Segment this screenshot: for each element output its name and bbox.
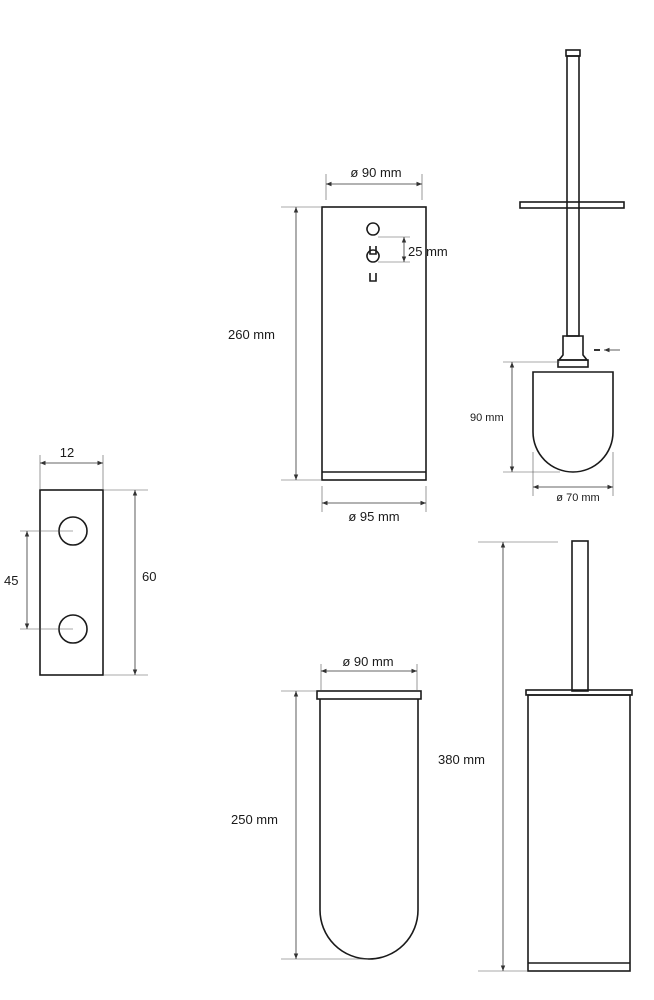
brush-lid-disc xyxy=(519,201,625,209)
wall-bracket: 12 60 45 xyxy=(4,445,156,676)
assembled-brush-set: 380 mm xyxy=(438,540,633,972)
brush-collar xyxy=(557,359,589,368)
assembly-handle xyxy=(571,540,589,692)
bracket-plate xyxy=(39,489,104,676)
insert-body xyxy=(319,699,419,960)
wall-holder: ø 90 mm ø 95 mm 260 mm 25 mm xyxy=(228,165,448,524)
brush-handle-cap xyxy=(565,49,581,57)
keyhole-bottom xyxy=(366,249,380,282)
brush-head-height-label: 90 mm xyxy=(470,412,504,424)
toilet-brush: 90 mm ø 70 mm xyxy=(470,49,625,504)
assembly-body xyxy=(527,694,631,972)
holder-height-label: 260 mm xyxy=(228,327,275,342)
assembly-height-label: 380 mm xyxy=(438,752,485,767)
insert-rim xyxy=(316,690,422,700)
brush-handle xyxy=(566,55,580,337)
holder-top-diameter-label: ø 90 mm xyxy=(350,165,401,180)
holder-bottom-diameter-label: ø 95 mm xyxy=(348,509,399,524)
holder-body xyxy=(321,206,427,481)
keyhole-spacing-label: 25 mm xyxy=(408,244,448,259)
bracket-height-label: 60 xyxy=(142,569,156,584)
glass-insert: ø 90 mm 250 mm xyxy=(231,654,422,960)
detail-mark-icon xyxy=(594,349,600,351)
bracket-width-label: 12 xyxy=(60,445,74,460)
brush-head xyxy=(532,371,614,473)
brush-head-diameter-label: ø 70 mm xyxy=(556,492,599,504)
insert-diameter-label: ø 90 mm xyxy=(342,654,393,669)
brush-connector xyxy=(557,335,589,361)
bracket-hole-spacing-label: 45 xyxy=(4,573,18,588)
insert-height-label: 250 mm xyxy=(231,812,278,827)
